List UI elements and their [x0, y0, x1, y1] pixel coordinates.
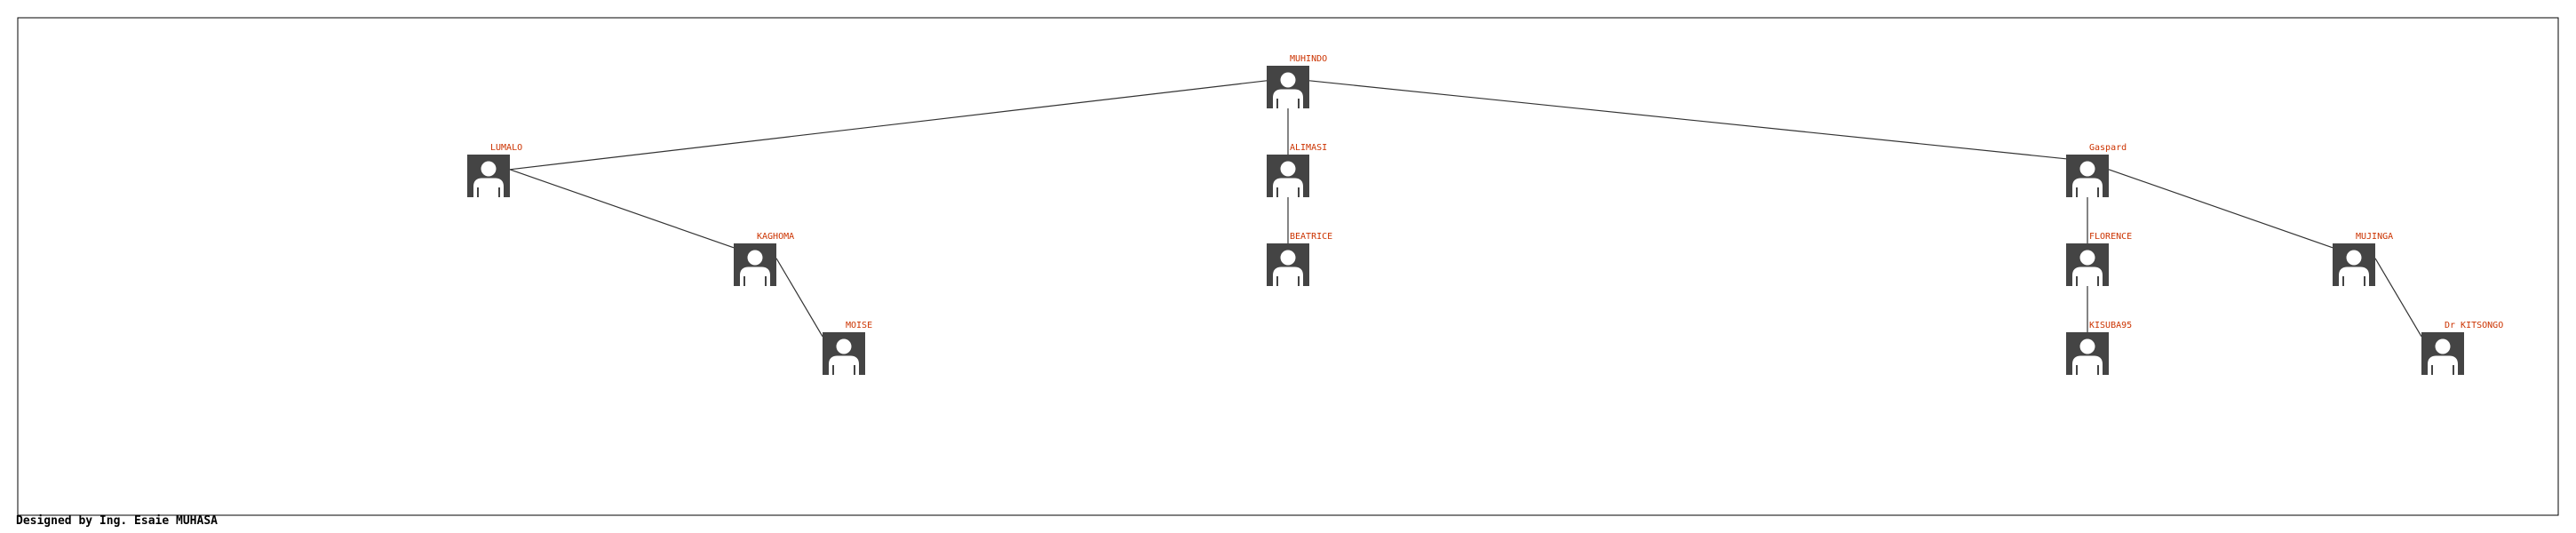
person-icon — [2066, 332, 2109, 375]
node-label: FLORENCE — [2089, 232, 2132, 242]
tree-node-kisuba95[interactable]: KISUBA95 — [2066, 321, 2132, 375]
tree-edge — [1308, 80, 2067, 160]
tree-node-muhindo[interactable]: MUHINDO — [1267, 54, 1327, 108]
person-icon — [2066, 155, 2109, 197]
diagram-frame — [17, 17, 2559, 516]
person-icon — [1267, 155, 1309, 197]
person-icon — [2421, 332, 2464, 375]
tree-edge — [509, 80, 1268, 171]
tree-node-kaghoma[interactable]: KAGHOMA — [734, 232, 794, 286]
person-icon — [823, 332, 865, 375]
node-label: MUJINGA — [2356, 232, 2393, 242]
node-label: Gaspard — [2089, 143, 2127, 153]
tree-node-beatrice[interactable]: BEATRICE — [1267, 232, 1332, 286]
tree-node-moise[interactable]: MOISE — [823, 321, 872, 375]
tree-node-dr-kitsongo[interactable]: Dr KITSONGO — [2421, 321, 2503, 375]
tree-node-gaspard[interactable]: Gaspard — [2066, 143, 2127, 197]
node-label: Dr KITSONGO — [2445, 321, 2503, 330]
person-icon — [2066, 243, 2109, 286]
tree-edge — [2108, 169, 2334, 249]
node-label: BEATRICE — [1290, 232, 1332, 242]
tree-node-lumalo[interactable]: LUMALO — [467, 143, 522, 197]
tree-edge — [775, 258, 823, 338]
person-icon — [467, 155, 510, 197]
tree-node-florence[interactable]: FLORENCE — [2066, 232, 2132, 286]
person-icon — [2333, 243, 2375, 286]
tree-node-mujinga[interactable]: MUJINGA — [2333, 232, 2393, 286]
node-label: LUMALO — [490, 143, 522, 153]
node-label: ALIMASI — [1290, 143, 1327, 153]
footer-credit: Designed by Ing. Esaie MUHASA — [16, 514, 218, 528]
tree-edge — [509, 169, 735, 249]
node-label: MUHINDO — [1290, 54, 1327, 64]
tree-nodes: MUHINDO LUMALO KAGHOMA MOISE ALIMASI BEATRICE… — [467, 54, 2503, 375]
person-icon — [1267, 243, 1309, 286]
tree-edges — [509, 80, 2422, 338]
node-label: KISUBA95 — [2089, 321, 2132, 330]
tree-edge — [2374, 258, 2422, 338]
node-label: KAGHOMA — [757, 232, 794, 242]
tree-node-alimasi[interactable]: ALIMASI — [1267, 143, 1327, 197]
person-icon — [1267, 66, 1309, 108]
person-icon — [734, 243, 776, 286]
node-label: MOISE — [846, 321, 872, 330]
